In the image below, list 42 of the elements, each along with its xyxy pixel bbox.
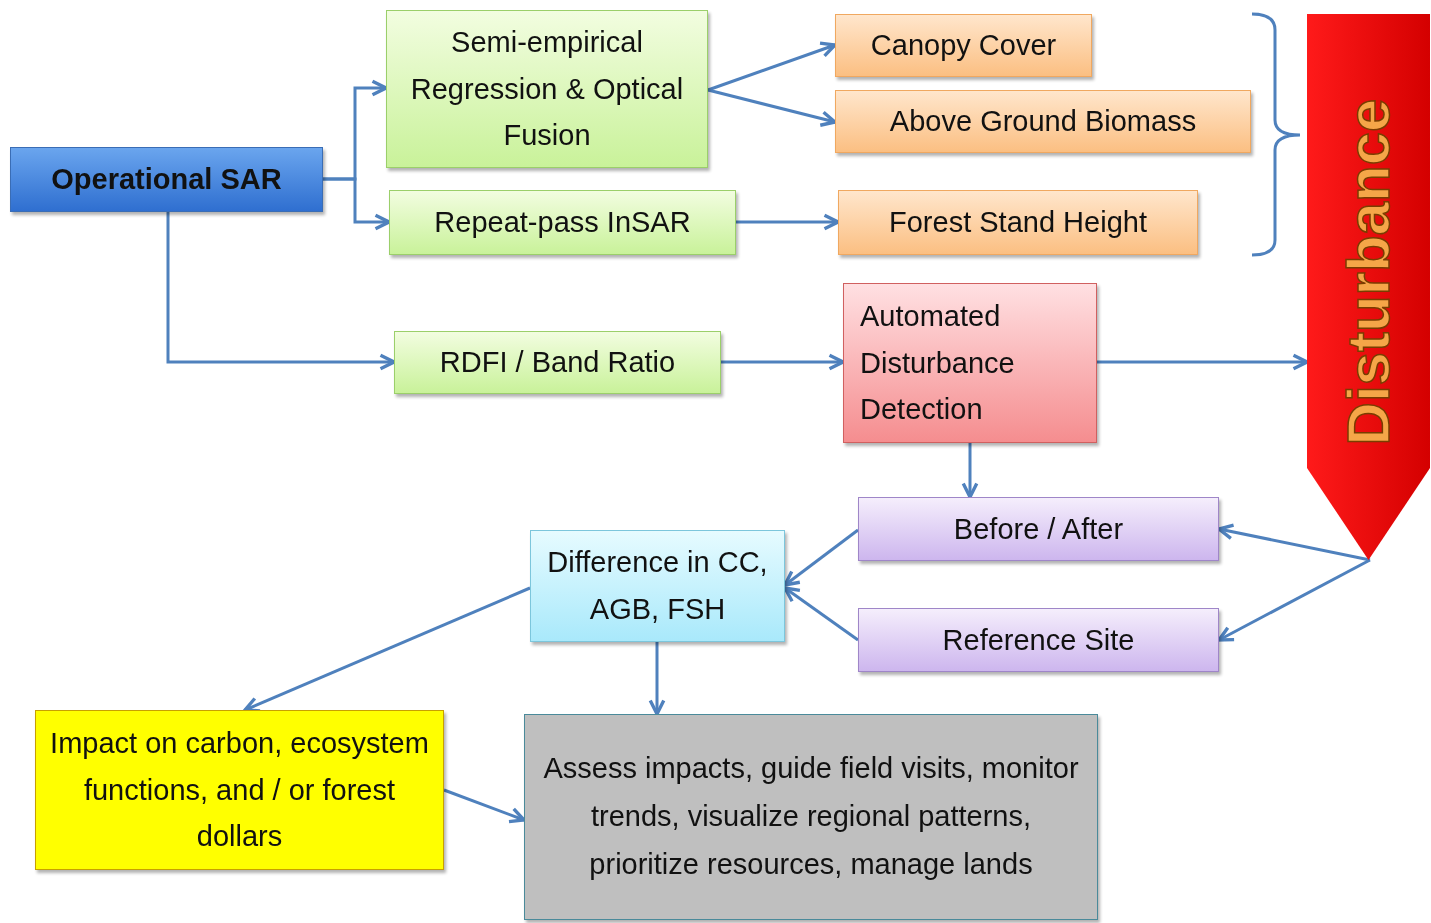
result-box — [35, 710, 444, 870]
output-box — [838, 190, 1198, 255]
arrow — [648, 642, 666, 716]
box-text: Before / After — [953, 511, 1124, 547]
process-box — [394, 331, 721, 394]
box-text: Forest Stand Height — [889, 205, 1147, 240]
process-box — [386, 10, 708, 168]
arrow — [1217, 558, 1371, 642]
process-box — [858, 497, 1219, 561]
arrow — [166, 212, 396, 371]
disturbance-arrow — [1307, 14, 1430, 560]
vertical-label: Disturbance — [1338, 98, 1399, 446]
box-text: Automated Disturbance Detection — [860, 298, 1016, 428]
process-box — [10, 147, 323, 212]
arrow — [1097, 353, 1309, 371]
box-text: Repeat-pass InSAR — [434, 205, 691, 240]
box-text: Impact on carbon, ecosystem functions, and / or forest dollars — [49, 725, 430, 855]
arrow — [736, 213, 840, 231]
box-text: Operational SAR — [51, 162, 282, 197]
output-box — [835, 90, 1251, 153]
process-box — [858, 608, 1219, 672]
box-text: Canopy Cover — [870, 28, 1057, 63]
arrow — [323, 177, 391, 231]
process-box — [843, 283, 1097, 443]
process-box — [389, 190, 736, 255]
output-box — [835, 14, 1092, 77]
arrow — [783, 586, 859, 642]
process-box — [530, 530, 785, 642]
box-text: Difference in CC, AGB, FSH — [546, 545, 769, 627]
arrow — [783, 528, 859, 587]
arrow — [707, 88, 837, 127]
box-text: Above Ground Biomass — [889, 104, 1197, 139]
arrow — [721, 353, 845, 371]
arrow — [961, 443, 979, 499]
box-text: Semi-empirical Regression & Optical Fusion — [409, 24, 685, 154]
arrow — [443, 788, 526, 824]
box-text: Reference Site — [942, 622, 1135, 658]
arrow — [1217, 523, 1371, 562]
box-text: Assess impacts, guide field visits, monitor trends, visualize regional patterns, prioritize resources, manage lands — [542, 751, 1080, 882]
arrow — [707, 41, 837, 92]
result-box — [524, 714, 1098, 920]
box-text: RDFI / Band Ratio — [439, 345, 676, 380]
